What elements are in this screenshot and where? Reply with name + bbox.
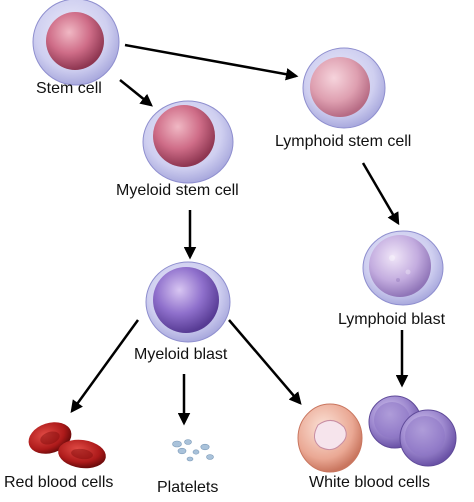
platelets-illustration: [172, 439, 214, 462]
label-myeloid-blast: Myeloid blast: [134, 346, 228, 363]
red-blood-cells-illustration: [28, 422, 106, 469]
label-stem-cell: Stem cell: [36, 80, 102, 97]
myeloid-stem-cell-illustration: [142, 100, 234, 184]
arrows: [70, 43, 409, 426]
label-lymphoid-blast: Lymphoid blast: [338, 311, 446, 328]
arrow-blast-to-rbc: [70, 319, 140, 414]
arrow-blast-to-wbc: [228, 319, 302, 405]
arrow-lymphoid-to-blast: [361, 162, 400, 226]
arrow-stem-to-lymphoid: [124, 43, 299, 81]
arrow-stem-to-myeloid: [119, 79, 153, 107]
lymphoid-stem-cell-illustration: [302, 47, 386, 129]
label-red-blood-cells: Red blood cells: [4, 474, 114, 491]
myeloid-blast-illustration: [145, 261, 231, 343]
label-white-blood-cells: White blood cells: [309, 474, 430, 491]
label-myeloid-stem-cell: Myeloid stem cell: [116, 182, 239, 199]
lymphoid-blast-illustration: [362, 230, 444, 306]
stem-cell-illustration: [32, 0, 120, 86]
white-blood-cells-illustration: [297, 395, 457, 473]
label-lymphoid-stem-cell: Lymphoid stem cell: [275, 133, 412, 150]
label-platelets: Platelets: [157, 479, 219, 496]
